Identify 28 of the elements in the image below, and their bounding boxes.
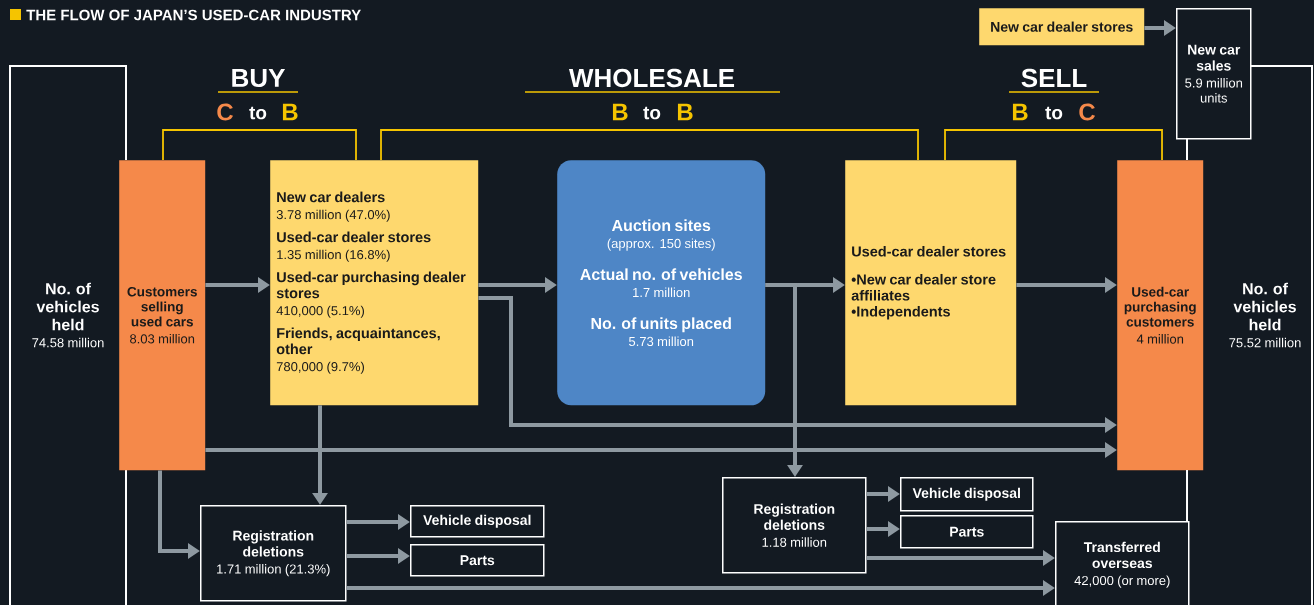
flow-letter: C: [1079, 103, 1095, 121]
section-heading: WHOLESALE: [524, 68, 781, 93]
flow-letter: B: [612, 103, 628, 121]
deletion-box: Registration deletions 1.18 million: [722, 477, 867, 574]
flow-letter: C: [217, 103, 233, 121]
parts-box: Parts: [900, 515, 1034, 549]
sales-box: New car sales 5.9 million units: [1176, 8, 1252, 140]
deletion-box: Registration deletions 1.71 million (21.3%): [200, 505, 347, 602]
title: THE FLOW OF JAPAN’S USED-CAR INDUSTRY: [26, 9, 361, 21]
auction-box: Auction sites (approx. 150 sites) Actual no. of vehicles 1.7 million No. of units placed 5.73 million: [557, 160, 766, 406]
flow-letter: to: [643, 106, 661, 120]
flow-letter: to: [1045, 106, 1063, 120]
section-heading: BUY: [217, 68, 299, 93]
customer-box: Used-car purchasing customers 4 million: [1117, 160, 1204, 471]
dealer-stores-box: New car dealer stores: [979, 8, 1145, 46]
buyer-box: New car dealers 3.78 million (47.0%) Used-car dealer stores 1.35 million (16.8%) Used-car purchasing dealer stores 410,000 (5.1%) Friends, acquaintances, other 780,000 (9.7%): [270, 160, 479, 406]
disposal-box: Vehicle disposal: [410, 505, 545, 538]
parts-box: Parts: [410, 544, 545, 577]
seller-box: Customers selling used cars 8.03 million: [119, 160, 206, 471]
section-heading: SELL: [1008, 68, 1100, 93]
flow-letter: B: [282, 103, 298, 121]
disposal-box: Vehicle disposal: [900, 477, 1034, 512]
flow-letter: to: [249, 106, 267, 120]
flow-letter: B: [1012, 103, 1028, 121]
dealer-box: Used-car dealer stores •New car dealer store affiliates •Independents: [845, 160, 1017, 406]
vehicles-held-frame: No. of vehicles held 74.58 million: [9, 65, 127, 605]
flow-letter: B: [677, 103, 693, 121]
overseas-box: Transferred overseas 42,000 (or more): [1055, 521, 1190, 605]
